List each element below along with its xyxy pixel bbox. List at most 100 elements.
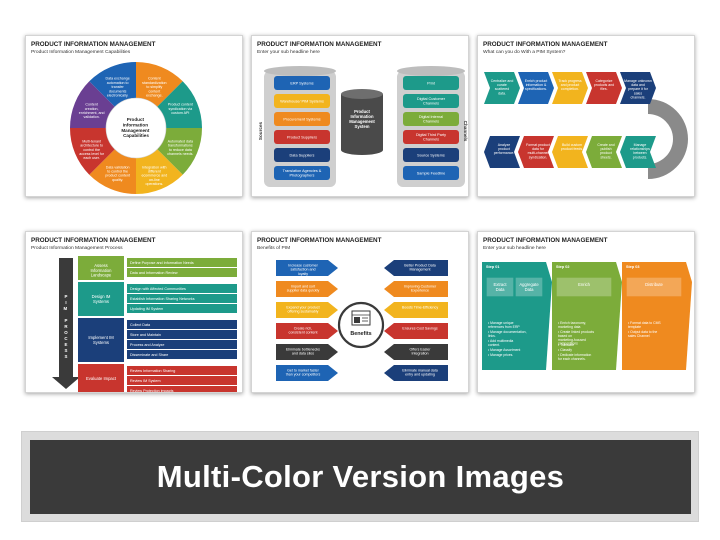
benefit-left-item [276,260,338,276]
source-label: Product Suppliers [287,136,317,140]
source-item [274,166,330,180]
banner-title: Multi-Color Version Images [156,459,565,494]
source-label: Warehouse/ PIM Systems [280,100,324,104]
benefit-left-item [276,281,338,297]
step-box [515,277,543,297]
benefit-left-item [276,365,338,381]
channel-item [403,112,459,126]
step-number: Step 01 [486,265,500,269]
process-detail [127,330,237,339]
process-detail [127,350,237,359]
source-item [274,112,330,126]
svg-text:Product Information: Product Information Management Capabilit… [121,117,150,138]
process-detail-label: Define Purpose and Information Needs [130,261,194,265]
slide-thumbnail-sources-channels[interactable]: PRODUCT INFORMATION MANAGEMENT Enter you… [251,35,469,197]
use-chevron [620,136,656,168]
wheel-segment [69,81,115,128]
slide-title: PRODUCT INFORMATION MANAGEMENT [257,41,382,48]
use-chevron [518,136,554,168]
process-detail [127,258,237,267]
slide-thumbnail-process[interactable]: PRODUCT INFORMATION MANAGEMENT Product I… [25,231,243,393]
process-detail-label: Review Information Sharing [130,369,175,373]
benefit-right-item [384,344,448,360]
benefit-right-item [384,302,448,318]
loop-arrow [648,99,688,179]
channel-label: Print [427,82,436,86]
step-box [626,277,682,297]
source-item [274,94,330,108]
process-step-label: Evaluate Impact [86,376,117,381]
process-detail-label: Updating IM System [130,307,163,311]
process-detail-label: Data and Information Review [130,271,178,275]
process-detail-label: Disseminate and Share [130,353,168,357]
benefit-right-item [384,365,448,381]
source-label: Data Suppliers [290,154,315,158]
slide-title: PRODUCT INFORMATION MANAGEMENT [257,237,382,244]
benefit-label: Boosts Time-Efficiency [402,306,438,310]
wheel-segment [89,149,136,195]
source-item [274,130,330,144]
slide-thumbnail-steps[interactable]: PRODUCT INFORMATION MANAGEMENT Enter you… [477,231,695,393]
use-chevron [552,72,588,104]
step-panel [482,262,552,370]
step-bullet: • Manage prices. [488,353,513,357]
channel-item [403,94,459,108]
use-chevron [586,72,622,104]
channel-label: Source Systems [417,154,445,158]
wheel-segment [157,128,203,175]
channels-side-label: Channels [463,121,468,142]
benefit-left-item [276,323,338,339]
process-step [78,282,124,316]
benefit-right-item [384,323,448,339]
slide-subtitle: Enter your sub headline here [257,50,320,55]
process-detail-label: Collect Data [130,323,151,327]
channel-label: Sample Feedline [417,172,446,176]
process-detail [127,304,237,313]
capabilities-wheel: Product Information Management Capabilit… [69,61,203,195]
process-detail-label: Store and Maintain [130,333,161,337]
sources-side-label: Sources [258,121,263,140]
process-detail [127,320,237,329]
benefit-left-item [276,302,338,318]
source-label: ERP Systems [290,82,313,86]
source-label: Procurement Systems [283,118,320,122]
process-detail [127,376,237,385]
slide-thumbnail-benefits[interactable]: PRODUCT INFORMATION MANAGEMENT Benefits … [251,231,469,393]
process-detail [127,268,237,277]
benefit-right-item [384,281,448,297]
step-box [486,277,514,297]
slide-subtitle: Benefits of PIM [257,246,291,251]
process-detail [127,294,237,303]
slide-thumbnail-capabilities[interactable]: PRODUCT INFORMATION MANAGEMENT Product I… [25,35,243,197]
step-number: Step 02 [556,265,570,269]
benefit-left-item [276,344,338,360]
slide-thumbnail-pim-uses[interactable]: PRODUCT INFORMATION MANAGEMENT What can … [477,35,695,197]
banner: Multi-Color Version Images [21,431,699,522]
wheel-segment [136,149,183,195]
